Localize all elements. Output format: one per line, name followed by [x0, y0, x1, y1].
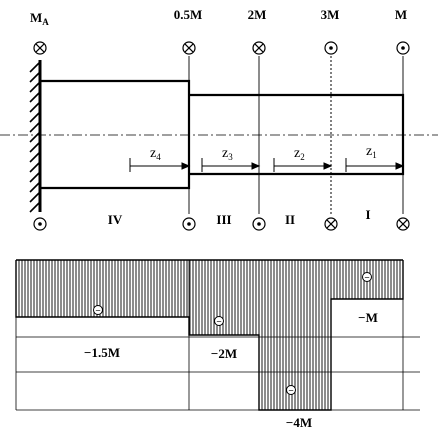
value-label-neg-4m: −4M	[286, 415, 312, 430]
value-label-neg-2m: −2M	[211, 346, 237, 361]
coord-arrow-z3	[201, 158, 261, 172]
label-moment-3m: 3M	[321, 7, 340, 22]
diagram-grid	[15, 260, 420, 411]
coord-label-z2: z2	[294, 146, 305, 162]
torque-diagram: − − − − −M −1.5M −2M −4M	[15, 259, 420, 430]
shaft-small-section	[189, 93, 405, 176]
svg-text:−: −	[364, 273, 369, 283]
value-label-neg-1-5m: −1.5M	[84, 345, 120, 360]
sign-minus-icon: −	[214, 316, 224, 327]
diagram-segment-iii	[189, 260, 259, 335]
coord-label-z3: z3	[222, 146, 233, 162]
diagram-segment-ii	[259, 260, 331, 410]
section-label-iii: III	[216, 212, 231, 227]
sign-minus-icon: −	[286, 385, 296, 396]
coord-arrow-z1	[345, 158, 405, 172]
value-label-neg-m: −M	[358, 310, 378, 325]
sign-minus-icon: −	[362, 272, 372, 283]
label-moment-2m: 2M	[248, 7, 267, 22]
circle-dot-icon	[33, 217, 47, 231]
circle-cross-icon	[324, 217, 338, 231]
diagram-segment-iv	[16, 260, 189, 317]
coord-arrow-z2	[273, 158, 333, 172]
circle-cross-icon	[33, 41, 47, 55]
label-moment-m: M	[395, 7, 407, 22]
circle-cross-icon	[396, 217, 410, 231]
circle-dot-icon	[252, 217, 266, 231]
shaft-large-section	[40, 79, 191, 190]
section-label-ii: II	[285, 212, 295, 227]
circle-cross-icon	[252, 41, 266, 55]
coord-arrow-z4	[129, 158, 191, 172]
wall-hatching	[29, 61, 41, 213]
svg-text:−: −	[288, 386, 293, 396]
label-moment-a: MA	[30, 10, 49, 27]
coord-label-z1: z1	[366, 144, 377, 160]
circle-cross-icon	[182, 41, 196, 55]
coord-label-z4: z4	[150, 146, 161, 162]
svg-text:−: −	[95, 306, 100, 316]
circle-dot-icon	[396, 41, 410, 55]
shaft-scheme: MA 0.5M 2M 3M M IV III II I z4 z3 z2	[0, 7, 438, 231]
circle-dot-icon	[324, 41, 338, 55]
sign-minus-icon: −	[93, 305, 103, 316]
section-label-i: I	[365, 207, 370, 222]
circle-dot-icon	[182, 217, 196, 231]
label-moment-05m: 0.5M	[174, 7, 203, 22]
svg-text:−: −	[216, 317, 221, 327]
section-label-iv: IV	[108, 212, 123, 227]
